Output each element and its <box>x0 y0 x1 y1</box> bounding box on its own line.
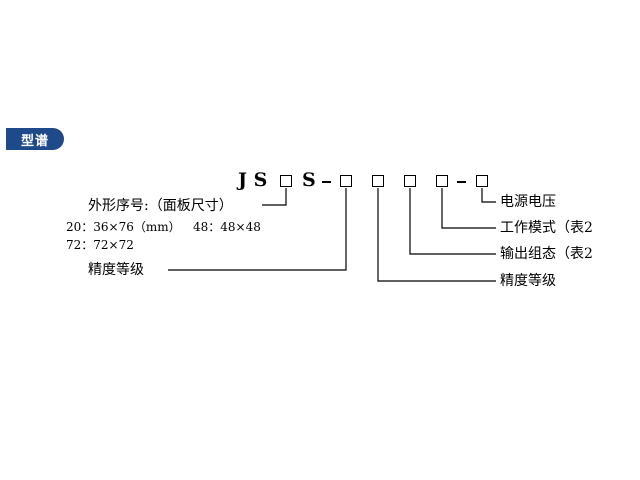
code-prefix-js: J S <box>238 169 268 191</box>
code-box-accuracy-2 <box>372 175 384 187</box>
connector-power <box>481 188 496 203</box>
label-size-20: 20：36×76（mm） <box>66 220 181 234</box>
code-box-power <box>476 175 488 187</box>
code-dash-1 <box>322 181 331 183</box>
label-size-72: 72：72×72 <box>66 238 134 252</box>
connector-work-mode <box>441 188 496 229</box>
code-box-accuracy <box>340 175 352 187</box>
label-power: 电源电压 <box>500 194 556 210</box>
label-size-48: 48：48×48 <box>193 220 261 234</box>
label-output: 输出组态（表2 <box>500 246 593 262</box>
connector-output <box>409 188 496 255</box>
code-box-output <box>404 175 416 187</box>
code-letter-s: S <box>302 169 316 191</box>
connector-outline <box>262 188 287 206</box>
label-accuracy-right: 精度等级 <box>500 273 556 289</box>
label-work-mode: 工作模式（表2 <box>500 220 593 236</box>
code-box-work-mode <box>436 175 448 187</box>
connector-accuracy-right <box>377 188 496 282</box>
code-dash-2 <box>457 181 466 183</box>
label-outline: 外形序号:（面板尺寸） <box>88 198 233 214</box>
connector-accuracy-left <box>168 188 347 271</box>
section-tag: 型谱 <box>6 128 64 150</box>
label-accuracy-left: 精度等级 <box>88 262 144 278</box>
code-box-outline <box>280 175 292 187</box>
